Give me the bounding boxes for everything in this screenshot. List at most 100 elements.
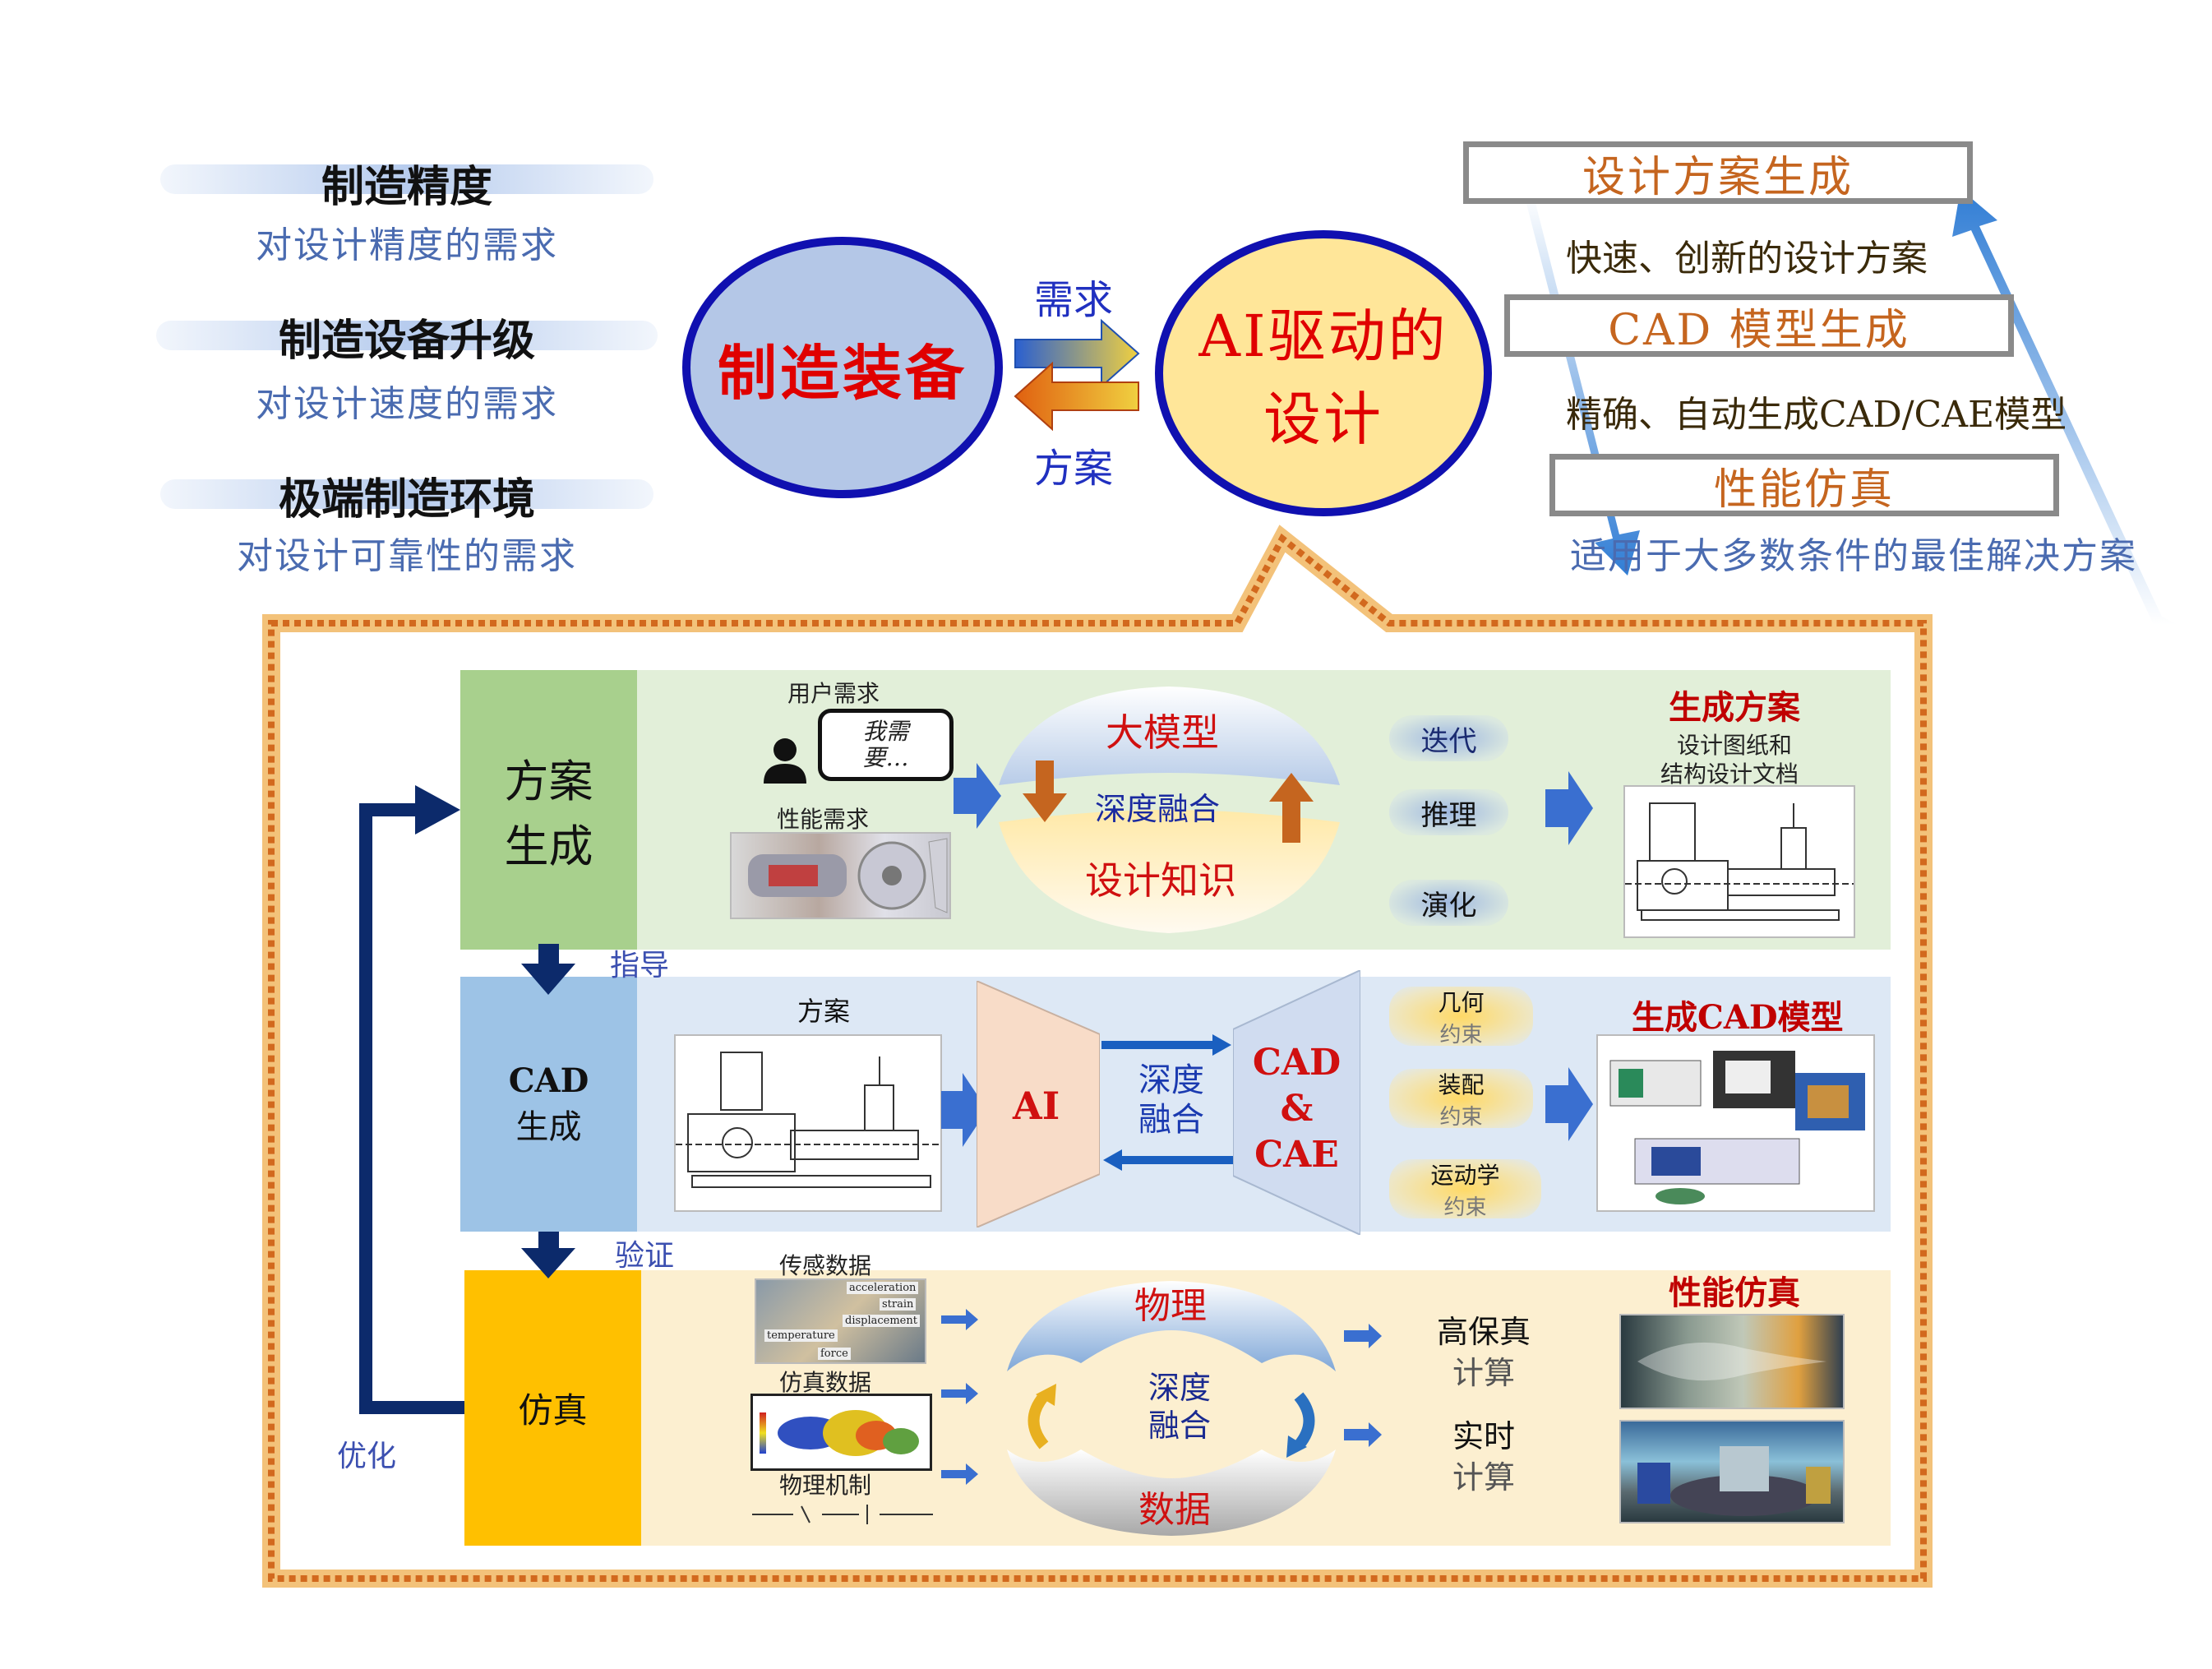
hifi-line1: 高保真: [1436, 1314, 1531, 1350]
stage3-label: 仿真: [518, 1390, 588, 1431]
row2-fusion-line2: 融合: [1138, 1101, 1204, 1139]
right-arrow-icon: [1344, 1422, 1382, 1447]
row1-output-sub1: 设计图纸和: [1677, 732, 1793, 759]
user-icon: [764, 738, 806, 784]
sensor-tag-force: force: [818, 1348, 851, 1360]
realtime-sim-image: [1619, 1420, 1845, 1523]
text-fast-design: 快速、创新的设计方案: [1566, 238, 1928, 280]
speech-bubble: 我需要…: [818, 709, 954, 781]
sensor-tag-acceleration: acceleration: [847, 1282, 919, 1294]
text-best-solution: 适用于大多数条件的最佳解决方案: [1570, 535, 2137, 577]
scheme-drawing-image: [1623, 785, 1855, 938]
up-arrow-icon: [1269, 773, 1314, 843]
right-arrow-icon: [1344, 1324, 1382, 1348]
right-arrow-icon: [954, 763, 1001, 829]
down-arrow-icon: [1508, 193, 1640, 576]
fusion-label: 深度融合: [1095, 791, 1221, 827]
need-highlight: [156, 321, 658, 350]
circle-left-label: 制造装备: [717, 337, 967, 408]
constraint3-line1: 运动学: [1430, 1161, 1500, 1189]
circle-right-line2: 设计: [1263, 386, 1383, 453]
evolve-pill: 演化: [1389, 880, 1508, 926]
stage2-line2: 生成: [515, 1107, 582, 1146]
flow-label-verify: 验证: [615, 1239, 675, 1273]
row1-output-arrow: [1545, 771, 1593, 845]
sensor-data-image: acceleration strain displacement tempera…: [755, 1278, 926, 1364]
row2-scheme-label: 方案: [797, 996, 851, 1027]
high-fidelity-text: 高保真 计算: [1426, 1311, 1541, 1394]
stage2-line1: CAD: [508, 1061, 589, 1100]
hifi-line2: 计算: [1452, 1355, 1515, 1391]
engine-image: [730, 832, 951, 919]
flow-label-optimize: 优化: [337, 1440, 397, 1473]
turbine-sim-image: [1619, 1314, 1845, 1409]
refresh-left-icon: [1027, 1392, 1049, 1449]
right-arrow-icon: [1545, 1067, 1593, 1141]
geometric-constraint-pill: 几何 约束: [1389, 987, 1533, 1047]
kinematic-constraint-pill: 运动学 约束: [1389, 1159, 1541, 1220]
row1-output-title: 生成方案: [1669, 688, 1800, 727]
stage1-line2: 生成: [504, 821, 593, 872]
stage-cad-generation: CAD 生成: [460, 977, 637, 1232]
right-arrow-icon: [1101, 1034, 1231, 1056]
box-design-scheme: 设计方案生成: [1463, 141, 1973, 204]
box-performance-sim: 性能仿真: [1549, 454, 2059, 516]
reason-pill: 推理: [1389, 789, 1508, 835]
box-cad-model: CAD 模型生成: [1504, 294, 2014, 357]
manufacturing-equipment-circle: 制造装备: [682, 237, 1003, 498]
performance-need-label: 性能需求: [777, 806, 870, 833]
cad-models-image: [1596, 1034, 1875, 1212]
physics-data-fusion-graphic: [1007, 1281, 1336, 1536]
constraint1-line2: 约束: [1439, 1022, 1483, 1047]
circle-right-line1: AI驱动的: [1198, 303, 1448, 370]
right-arrow-icon: [941, 1463, 978, 1485]
down-arrow-icon: [521, 944, 575, 995]
evolve-label: 演化: [1420, 889, 1477, 922]
need-sub-speed: 对设计速度的需求: [256, 383, 558, 425]
stage-simulation: 仿真: [464, 1270, 641, 1546]
constraint1-line1: 几何: [1438, 988, 1485, 1016]
cad-line2: &: [1280, 1088, 1314, 1130]
row3-input-arrows: [941, 1309, 978, 1485]
cad-line3: CAE: [1254, 1134, 1339, 1176]
need-title-upgrade: 制造设备升级: [278, 316, 535, 366]
mechanism-label: 物理机制: [779, 1472, 872, 1499]
row2-fusion-line1: 深度: [1138, 1061, 1204, 1099]
row1-output-sub2: 结构设计文档: [1660, 761, 1799, 788]
iterate-label: 迭代: [1420, 724, 1477, 758]
rt-line2: 计算: [1452, 1459, 1515, 1496]
exchange-arrows: [1014, 318, 1140, 432]
iterate-pill: 迭代: [1389, 715, 1508, 761]
ai-label: AI: [1013, 1084, 1060, 1128]
assembly-constraint-pill: 装配 约束: [1389, 1069, 1533, 1130]
need-sub-precision: 对设计精度的需求: [256, 224, 558, 266]
need-highlight: [160, 479, 653, 509]
row2-fusion-text: 深度 融合: [1126, 1061, 1217, 1140]
sensor-tag-displacement: displacement: [843, 1315, 920, 1327]
row3-fusion-text: 深度 融合: [1138, 1369, 1221, 1445]
constraint2-line1: 装配: [1438, 1070, 1485, 1098]
exchange-bottom-label: 方案: [1034, 446, 1114, 492]
ai-design-circle: AI驱动的 设计: [1155, 230, 1492, 516]
llm-fusion-graphic: [999, 687, 1340, 933]
row2-output-arrow: [1545, 1067, 1593, 1141]
sim-data-image: [750, 1394, 932, 1471]
row2-input-arrow: [941, 1073, 987, 1147]
rt-line1: 实时: [1452, 1418, 1515, 1454]
stage-scheme-generation: 方案 生成: [460, 670, 637, 950]
down-arrow-icon: [521, 1232, 575, 1278]
sensor-tag-strain: strain: [880, 1298, 917, 1311]
need-title-extreme: 极端制造环境: [278, 474, 535, 525]
reason-label: 推理: [1420, 798, 1477, 832]
user-need-label: 用户需求: [787, 680, 880, 707]
realtime-text: 实时 计算: [1426, 1416, 1541, 1498]
row3-fusion-line2: 融合: [1148, 1408, 1211, 1444]
right-arrow-icon: [941, 1073, 987, 1147]
left-arrow-icon: [1103, 1149, 1233, 1171]
sim-data-label: 仿真数据: [779, 1369, 872, 1396]
knowledge-label: 设计知识: [1085, 858, 1236, 903]
right-arrow-icon: [941, 1309, 978, 1330]
mechanism-formula: [752, 1505, 933, 1524]
right-arrow-icon: [1545, 771, 1593, 845]
